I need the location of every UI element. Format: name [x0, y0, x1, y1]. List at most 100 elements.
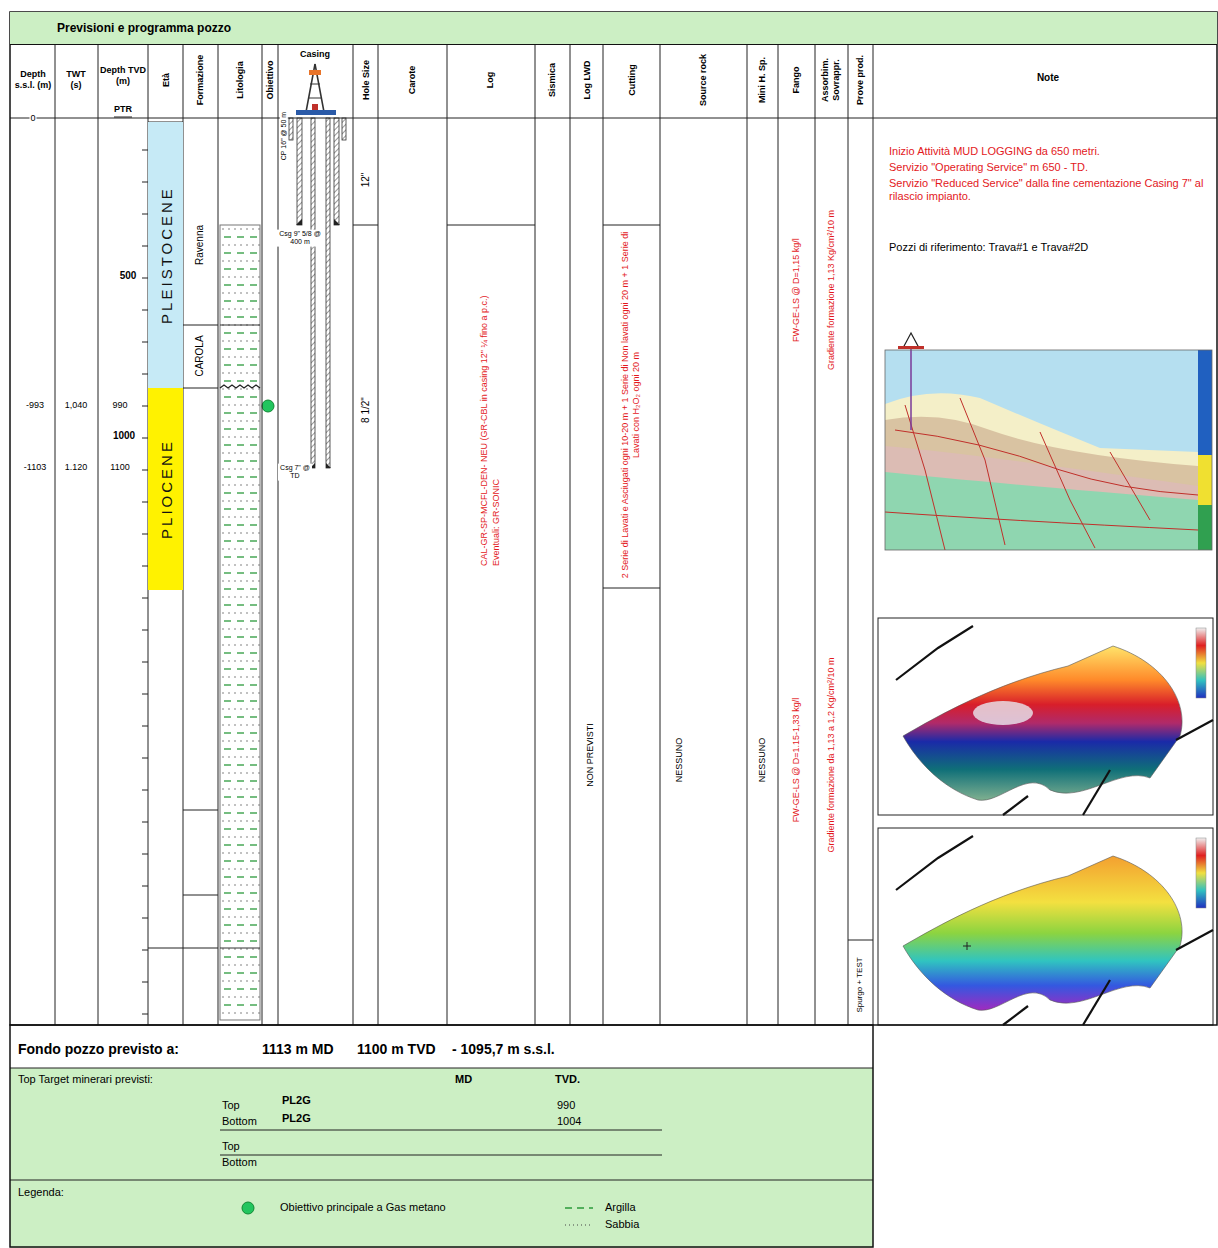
- drawing-path: [1040, 432, 1095, 548]
- table-text: Note: [1037, 72, 1059, 84]
- drawing-path: [1003, 1006, 1028, 1025]
- age-band: PLEISTOCENE: [148, 122, 183, 388]
- drawing-path: [896, 626, 973, 680]
- table-text: FW-GE-LS @ D=1.15-1,33 kg/l: [791, 698, 802, 822]
- drawing-line: [910, 348, 912, 430]
- table-text: 1100: [110, 462, 129, 473]
- table-text: Top: [222, 1099, 240, 1112]
- drawing-g: [878, 618, 1213, 815]
- table-text: Bottom: [222, 1115, 257, 1128]
- rule-line: [220, 1155, 662, 1156]
- rule-line: [10, 1180, 873, 1181]
- table-text: Età: [161, 73, 172, 87]
- rule-line: [142, 598, 148, 599]
- table-text: 8 1/2": [360, 397, 372, 423]
- legend-text: Obiettivo principale a Gas metano: [280, 1201, 446, 1214]
- table-text: Servizio "Operating Service" m 650 - TD.: [889, 161, 1088, 174]
- table-text: TWT (s): [61, 69, 91, 91]
- rule-line: [353, 225, 378, 226]
- drawing-path: [1176, 930, 1213, 950]
- table-text: PL2G: [282, 1112, 311, 1125]
- column-line: [603, 44, 604, 1025]
- table-text: 1,040: [65, 400, 88, 411]
- rule-line: [142, 822, 148, 823]
- column-line: [98, 44, 99, 1025]
- table-text: Ravenna: [194, 225, 206, 265]
- table-text: Spurgo + TEST: [855, 957, 865, 1012]
- drawing-rect: [1196, 838, 1206, 908]
- rule-line: [220, 1130, 662, 1131]
- legend-sample: [565, 1224, 593, 1225]
- table-text: Assorbim. Sovrappr.: [820, 48, 842, 112]
- table-text: TVD.: [555, 1073, 580, 1086]
- rule-line: [603, 588, 660, 589]
- table-text: CAL-GR-SP-MCFL-DEN- NEU (GR-CBL in casin…: [479, 296, 490, 566]
- table-text: Csg 7" @ TD: [278, 464, 312, 481]
- column-line: [570, 44, 571, 1025]
- column-line: [848, 44, 849, 1025]
- rule-line: [142, 1014, 148, 1015]
- rule-line: [142, 726, 148, 727]
- drawing-g: [10, 12, 1217, 1247]
- column-line: [535, 44, 536, 1025]
- table-text: 500: [120, 270, 137, 282]
- table-text: Prove prod.: [855, 55, 866, 105]
- legend-marks: [242, 1202, 593, 1225]
- table-text: Depth s.s.l. (m): [12, 69, 54, 91]
- table-text: PL2G: [282, 1094, 311, 1107]
- table-text: Eventuali: GR-SONIC: [491, 479, 502, 566]
- column-line: [660, 44, 661, 1025]
- rule-line: [142, 854, 148, 855]
- drawing-g: [885, 333, 1212, 550]
- table-text: Legenda:: [18, 1186, 64, 1199]
- rule-line: [603, 225, 660, 226]
- drawing-line: [308, 98, 322, 99]
- column-line: [447, 44, 448, 1025]
- table-text: Fondo pozzo previsto a:: [18, 1041, 179, 1058]
- column-line: [778, 44, 779, 1025]
- footer-frame: [10, 1025, 873, 1247]
- column-line: [218, 44, 219, 1025]
- legend-swatch: [242, 1202, 254, 1214]
- table-text: 0: [29, 113, 36, 124]
- rule-line: [142, 630, 148, 631]
- column-line: [278, 44, 279, 1025]
- drawing-rect: [334, 118, 339, 225]
- drawing-g: [296, 64, 336, 115]
- drawing-rect: [898, 346, 924, 349]
- table-text: Hole Size: [361, 60, 372, 100]
- drawing-path: [903, 856, 1182, 1010]
- drawing-rect: [289, 118, 293, 140]
- table-text: -1103: [24, 462, 46, 473]
- table-text: Sismica: [547, 63, 558, 97]
- table-text: Carote: [407, 66, 418, 95]
- table-text: 1113 m MD: [262, 1041, 334, 1058]
- table-text: Mini H. Sp.: [757, 57, 768, 103]
- table-text: Log LWD: [582, 61, 593, 100]
- drawing-rect: [312, 104, 318, 110]
- table-text: 1004: [557, 1115, 581, 1128]
- column-line: [815, 44, 816, 1025]
- drawing-rect: [1196, 628, 1206, 698]
- rule-line: [447, 225, 535, 226]
- table-text: Fango: [791, 67, 802, 94]
- drawing-path: [1083, 980, 1110, 1025]
- rule-line: [142, 982, 148, 983]
- table-text: Top Target minerari previsti:: [18, 1073, 153, 1086]
- legend-text: Argilla: [605, 1201, 636, 1214]
- rule-line: [142, 918, 148, 919]
- rule-line: [142, 662, 148, 663]
- table-text: Servizio "Reduced Service" dalla fine ce…: [889, 177, 1211, 203]
- table-text: Formazione: [195, 55, 206, 106]
- table-text: 12": [360, 173, 372, 188]
- drawing-ellipse: [973, 701, 1033, 725]
- age-band: PLIOCENE: [148, 388, 183, 590]
- drawing-rect: [326, 118, 330, 468]
- table-text: Pozzi di riferimento: Trava#1 e Trava#2D: [889, 241, 1088, 254]
- table-text: CP 16" @ 50 m: [280, 111, 288, 161]
- table-text: Bottom: [222, 1156, 257, 1169]
- drawing-line: [310, 84, 320, 85]
- drawing-path: [1083, 770, 1110, 815]
- rule-line: [142, 950, 148, 951]
